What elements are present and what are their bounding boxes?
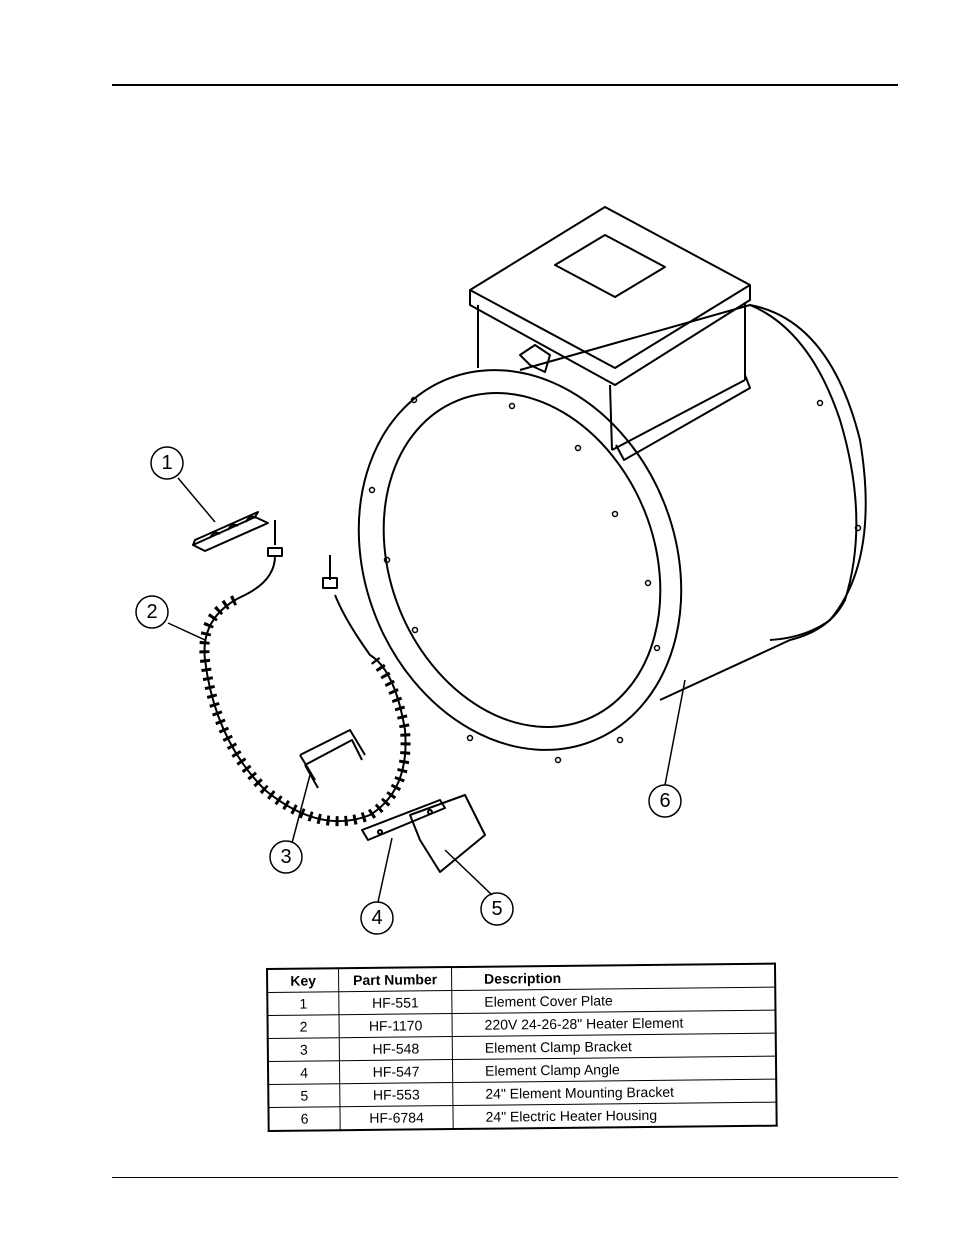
cell-key: 5 xyxy=(268,1084,340,1108)
cell-description: Element Clamp Bracket xyxy=(452,1033,776,1059)
cell-description: 24" Element Mounting Bracket xyxy=(453,1079,777,1105)
heater-housing-illustration xyxy=(303,207,865,799)
callout-2-label: 2 xyxy=(146,601,157,623)
cell-part-number: HF-553 xyxy=(340,1083,453,1107)
parts-list-table: Key Part Number Description 1 HF-551 Ele… xyxy=(266,963,778,1132)
header-description: Description xyxy=(452,964,776,991)
exploded-parts-diagram: 1 2 3 4 5 6 xyxy=(0,0,954,960)
footer-rule xyxy=(112,1177,898,1178)
table-row: 6 HF-6784 24" Electric Heater Housing xyxy=(268,1102,776,1131)
callout-1-label: 1 xyxy=(161,452,172,474)
cell-key: 3 xyxy=(268,1038,340,1062)
header-part-number: Part Number xyxy=(339,967,452,992)
cell-part-number: HF-547 xyxy=(339,1060,452,1084)
cell-key: 1 xyxy=(267,992,339,1016)
cell-key: 6 xyxy=(268,1107,340,1131)
cell-part-number: HF-548 xyxy=(339,1037,452,1061)
cell-part-number: HF-6784 xyxy=(340,1106,453,1131)
element-clamp-bracket-illustration xyxy=(300,730,365,788)
callout-6-label: 6 xyxy=(659,790,670,812)
cell-description: 220V 24-26-28" Heater Element xyxy=(452,1010,776,1036)
callout-3-label: 3 xyxy=(280,846,291,868)
cell-description: Element Clamp Angle xyxy=(452,1056,776,1082)
cell-key: 4 xyxy=(268,1061,340,1085)
callout-leaders xyxy=(168,478,685,902)
callout-5-label: 5 xyxy=(491,898,502,920)
cell-description: Element Cover Plate xyxy=(452,987,776,1013)
cell-key: 2 xyxy=(267,1015,339,1039)
header-key: Key xyxy=(267,968,339,992)
callout-circles xyxy=(136,447,681,934)
element-cover-plate-illustration xyxy=(193,512,268,551)
callout-4-label: 4 xyxy=(371,907,382,929)
cell-description: 24" Electric Heater Housing xyxy=(453,1102,777,1129)
flange-bolt-holes xyxy=(370,398,861,763)
cell-part-number: HF-551 xyxy=(339,991,452,1015)
heater-element-illustration xyxy=(204,520,405,821)
cell-part-number: HF-1170 xyxy=(339,1014,452,1038)
